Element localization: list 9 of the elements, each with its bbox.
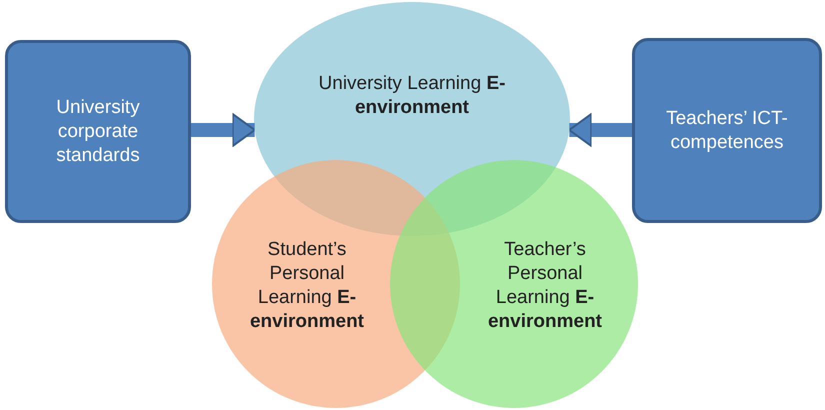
- process-box: [632, 38, 822, 223]
- box-label: University corporate standards: [55, 96, 141, 168]
- circle-label: Student’s Personal Learning E-environment: [248, 238, 366, 334]
- circle-label: Teacher’s Personal Learning E-environment: [486, 238, 604, 334]
- block-arrow: [191, 113, 256, 147]
- process-box: [5, 40, 191, 223]
- circle-label: University Learning E-environment: [318, 72, 506, 120]
- box-label: Teachers’ ICT-competences: [665, 106, 789, 154]
- block-arrow: [568, 113, 632, 147]
